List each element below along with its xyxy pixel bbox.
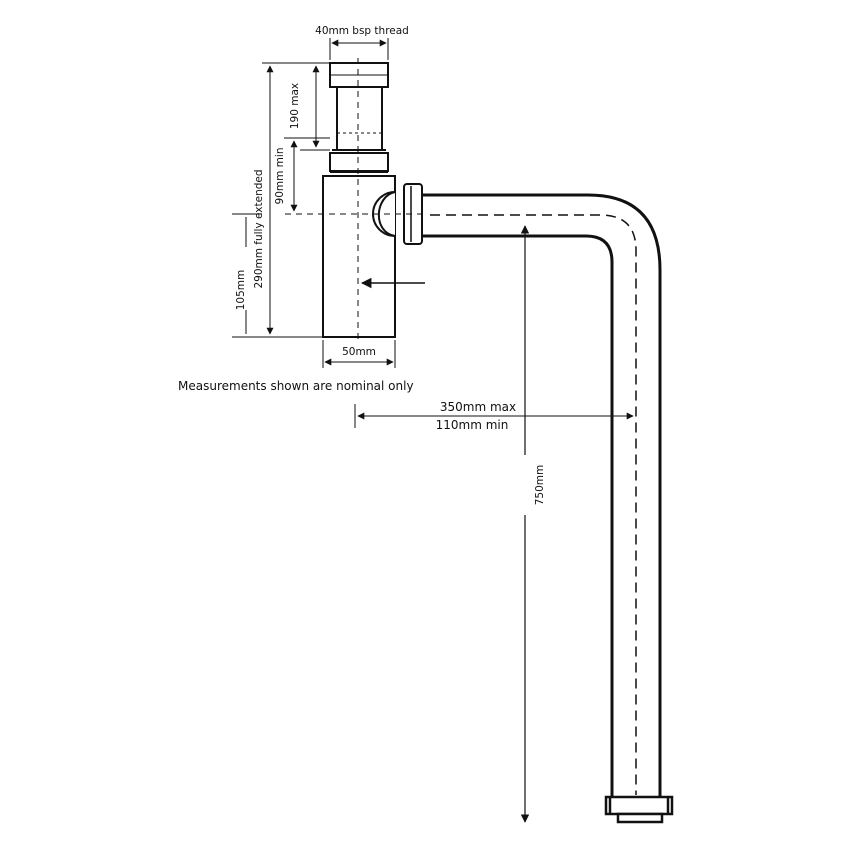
label-190max: 190 max bbox=[289, 83, 301, 129]
inlet-cap bbox=[329, 62, 389, 88]
label-750-bg bbox=[517, 455, 533, 515]
dim-190max bbox=[300, 62, 330, 151]
label-reach-max: 350mm max bbox=[440, 400, 516, 414]
dim-105 bbox=[232, 213, 262, 338]
dim-thread bbox=[329, 38, 389, 60]
label-90min: 90mm min bbox=[274, 148, 286, 205]
label-50: 50mm bbox=[342, 346, 376, 358]
dim-50 bbox=[322, 340, 396, 368]
dim-290 bbox=[262, 62, 330, 338]
dim-reach bbox=[354, 404, 634, 428]
slip-nut bbox=[329, 149, 389, 172]
bottle-body bbox=[322, 58, 396, 340]
label-290: 290mm fully extended bbox=[253, 169, 265, 288]
dim-90min bbox=[284, 137, 330, 212]
outlet-pipe bbox=[422, 193, 662, 797]
label-reach-min: 110mm min bbox=[436, 418, 509, 432]
bottom-coupling bbox=[604, 795, 674, 824]
label-thread: 40mm bsp thread bbox=[315, 25, 409, 37]
label-750: 750mm bbox=[534, 465, 546, 506]
extension-tube bbox=[336, 87, 383, 150]
label-105: 105mm bbox=[235, 270, 247, 311]
note-nominal: Measurements shown are nominal only bbox=[178, 379, 414, 393]
